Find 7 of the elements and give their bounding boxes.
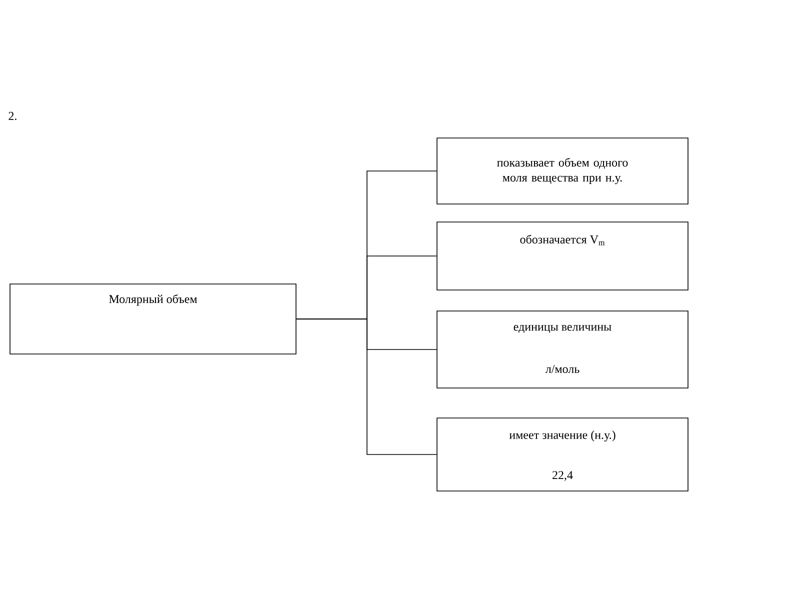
item-number: 2. (8, 112, 16, 120)
text-box: единицы величины л/моль (436, 310, 688, 388)
text-box: обозначается V$_{m}$ (436, 222, 688, 290)
text-box: показывает объем одного моля вещества при н.у. (436, 138, 688, 204)
text-box: имеет значение (н.у.) 22,4 (436, 418, 688, 492)
text-box: Молярный объем (10, 284, 296, 354)
connector-line (296, 318, 437, 455)
